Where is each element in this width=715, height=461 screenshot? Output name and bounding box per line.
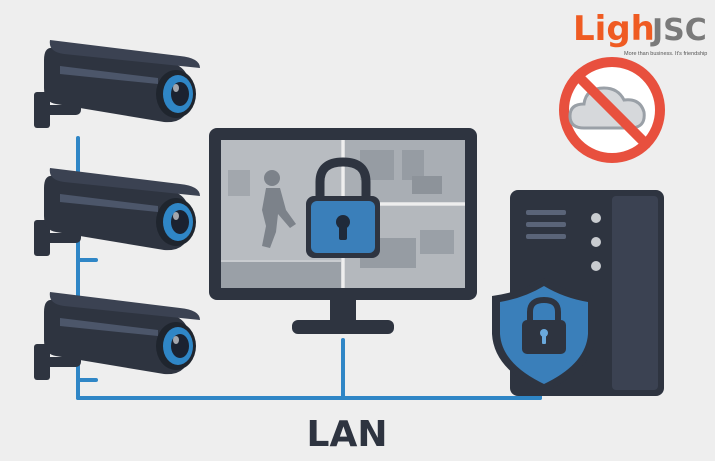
- server-led-2: [591, 237, 601, 247]
- cctv-camera-icon: [34, 40, 200, 128]
- cctv-camera-icon: [34, 292, 200, 380]
- cctv-camera-icon: [34, 168, 200, 256]
- monitor: [209, 128, 477, 334]
- no-cloud-icon: [559, 57, 665, 163]
- camera-2: [34, 168, 200, 256]
- logo-brand-right: JSC: [650, 13, 707, 48]
- logo-brand-left: Ligh: [573, 9, 655, 49]
- monitor-neck: [330, 300, 356, 322]
- lan-label: LAN: [307, 414, 388, 455]
- padlock-icon: [306, 157, 380, 258]
- monitor-base: [292, 320, 394, 334]
- server-led-3: [591, 261, 601, 271]
- logo-tagline: More than business. It's friendship: [624, 51, 707, 57]
- shield-lock-icon: [492, 278, 596, 392]
- person-figure: [262, 170, 296, 248]
- camera-3: [34, 292, 200, 380]
- brand-logo: Ligh JSC More than business. It's friend…: [573, 9, 707, 57]
- camera-1: [34, 40, 200, 128]
- server-led-1: [591, 213, 601, 223]
